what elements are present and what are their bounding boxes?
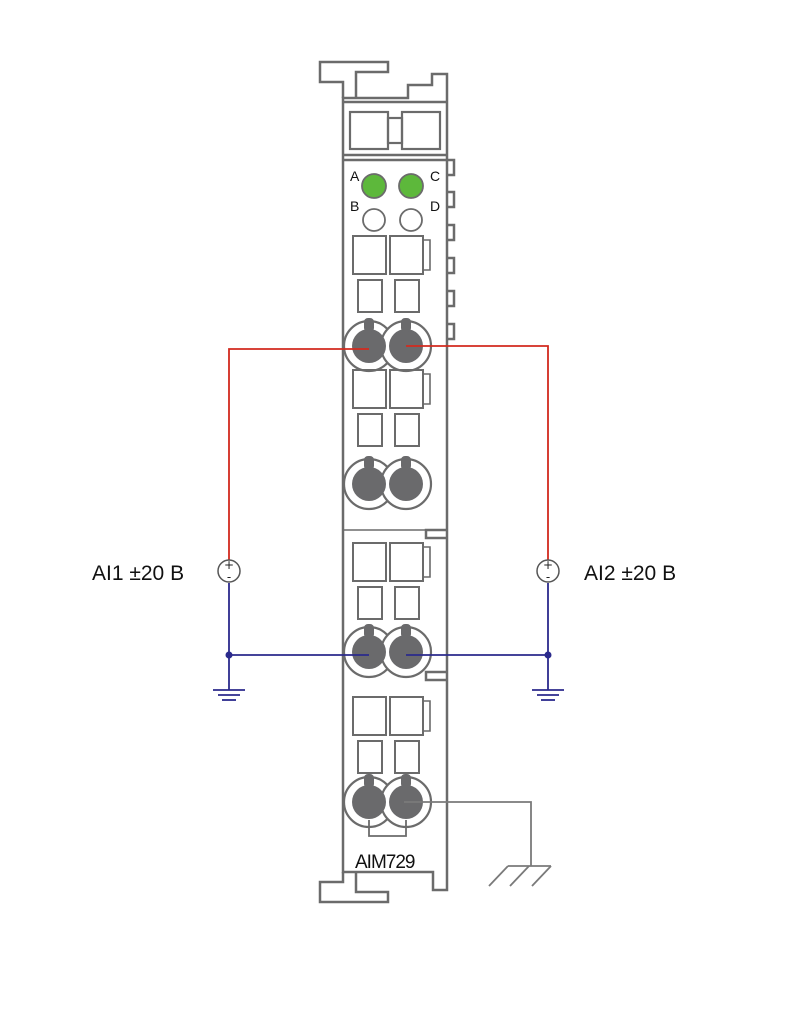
module-housing xyxy=(318,60,456,904)
led-c xyxy=(398,173,424,199)
wire-entry-left xyxy=(357,413,383,447)
wire-entry-right xyxy=(394,586,420,620)
junction-dot-left xyxy=(225,651,233,659)
led-a xyxy=(361,173,387,199)
led-d xyxy=(399,208,423,232)
terminal-actuator xyxy=(401,318,411,332)
junction-dot-right xyxy=(544,651,552,659)
ground-symbol-left xyxy=(213,689,245,701)
terminal-screw-left xyxy=(352,635,386,669)
source-symbol-ai1: + - xyxy=(217,558,241,584)
terminal-actuator xyxy=(364,456,374,470)
signal-wire-ai2 xyxy=(406,345,549,560)
earth-symbol xyxy=(488,865,552,887)
top-din-clip xyxy=(318,60,390,98)
terminal-actuator xyxy=(401,624,411,638)
body-outline xyxy=(341,72,449,892)
slot-tab xyxy=(423,239,431,271)
wire-entry-left xyxy=(357,279,383,313)
channel-label-ai1: AI1 ±20 B xyxy=(92,562,184,585)
led-b xyxy=(362,208,386,232)
side-notches xyxy=(447,158,456,341)
wire-entry-left xyxy=(357,740,383,774)
release-slot-left xyxy=(352,235,387,275)
slot-tab xyxy=(423,546,431,578)
release-slot-right xyxy=(389,696,424,736)
release-slot-right xyxy=(389,542,424,582)
source-symbol-ai2: + - xyxy=(536,558,560,584)
source-plus-ai2: + xyxy=(543,558,553,572)
header-blocks xyxy=(348,110,442,151)
slot-tab xyxy=(423,373,431,405)
led-label-c: C xyxy=(430,168,440,184)
release-slot-right xyxy=(389,235,424,275)
wire-entry-right xyxy=(394,413,420,447)
channel-label-ai2: AI2 ±20 B xyxy=(584,562,676,585)
led-label-a: A xyxy=(350,168,360,184)
terminal-actuator xyxy=(401,456,411,470)
terminal-actuator xyxy=(364,318,374,332)
terminal-screw-left xyxy=(352,785,386,819)
ground-symbol-right xyxy=(532,689,564,701)
terminal-screw-right xyxy=(389,635,423,669)
terminal-blocks xyxy=(342,235,433,837)
slot-tab xyxy=(423,700,431,732)
module-name: AIM729 xyxy=(355,852,415,873)
release-slot-left xyxy=(352,369,387,409)
release-slot-left xyxy=(352,696,387,736)
terminal-screw-left xyxy=(352,329,386,363)
source-minus-ai1: - xyxy=(227,570,231,584)
terminal-actuator xyxy=(401,774,411,788)
bottom-din-clip xyxy=(318,872,390,904)
bridge-link xyxy=(368,820,407,837)
wire-entry-right xyxy=(394,279,420,313)
terminal-screw-left xyxy=(352,467,386,501)
terminal-actuator xyxy=(364,624,374,638)
source-minus-ai2: - xyxy=(546,570,550,584)
led-label-b: B xyxy=(350,198,359,214)
terminal-screw-right xyxy=(389,467,423,501)
terminal-actuator xyxy=(364,774,374,788)
release-slot-right xyxy=(389,369,424,409)
shield-wire xyxy=(404,801,532,866)
signal-wire-ai1 xyxy=(228,348,369,560)
led-panel: A C B D xyxy=(350,168,440,232)
source-plus-ai1: + xyxy=(224,558,234,572)
wire-entry-left xyxy=(357,586,383,620)
wire-entry-right xyxy=(394,740,420,774)
led-label-d: D xyxy=(430,198,440,214)
release-slot-left xyxy=(352,542,387,582)
